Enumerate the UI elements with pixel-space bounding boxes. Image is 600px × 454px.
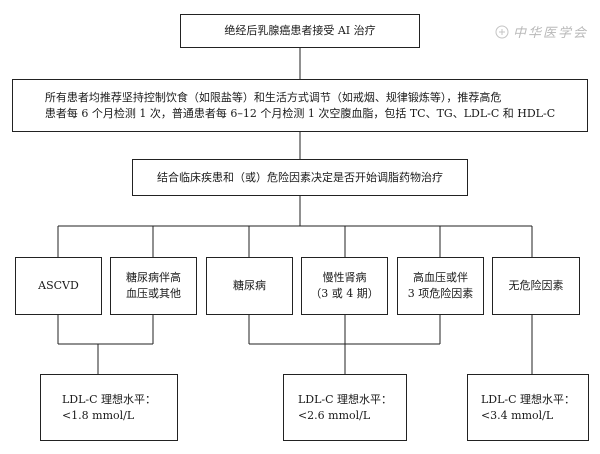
advice-node-label: 所有患者均推荐坚持控制饮食（如限盐等）和生活方式调节（如戒烟、规律锻炼等），推荐… [44, 90, 556, 120]
top-node-label: 绝经后乳腺癌患者接受 AI 治疗 [224, 24, 376, 37]
target-ldl-1: LDL-C 理想水平： <1.8 mmol/L [40, 374, 178, 441]
target-ldl-1-label: LDL-C 理想水平： <1.8 mmol/L [61, 392, 157, 422]
category-diabetes-hypertension: 糖尿病伴高 血压或其他 [110, 257, 197, 315]
category-chronic-kidney-disease-label: 慢性肾病 （3 或 4 期） [310, 271, 379, 300]
target-ldl-3: LDL-C 理想水平： <3.4 mmol/L [467, 374, 589, 441]
category-no-risk: 无危险因素 [492, 257, 580, 315]
category-hypertension-risk: 高血压或伴 3 项危险因素 [397, 257, 484, 315]
target-ldl-2: LDL-C 理想水平： <2.6 mmol/L [283, 374, 407, 441]
category-diabetes-label: 糖尿病 [233, 279, 266, 292]
category-diabetes: 糖尿病 [206, 257, 293, 315]
advice-node: 所有患者均推荐坚持控制饮食（如限盐等）和生活方式调节（如戒烟、规律锻炼等），推荐… [12, 79, 588, 132]
watermark-text: 中华医学会 [512, 26, 588, 41]
decision-node-label: 结合临床疾患和（或）危险因素决定是否开始调脂药物治疗 [157, 170, 443, 184]
category-no-risk-label: 无危险因素 [508, 279, 564, 292]
top-node: 绝经后乳腺癌患者接受 AI 治疗 [180, 14, 420, 48]
category-diabetes-hypertension-label: 糖尿病伴高 血压或其他 [126, 271, 181, 300]
category-ascvd-label: ASCVD [38, 279, 79, 292]
target-ldl-3-label: LDL-C 理想水平： <3.4 mmol/L [480, 392, 576, 422]
category-chronic-kidney-disease: 慢性肾病 （3 或 4 期） [301, 257, 388, 315]
decision-node: 结合临床疾患和（或）危险因素决定是否开始调脂药物治疗 [132, 159, 468, 196]
target-ldl-2-label: LDL-C 理想水平： <2.6 mmol/L [297, 392, 393, 422]
category-ascvd: ASCVD [15, 257, 102, 315]
logo-seal-icon [495, 25, 509, 38]
publisher-watermark: 中华医学会 [495, 22, 588, 41]
category-hypertension-risk-label: 高血压或伴 3 项危险因素 [407, 271, 474, 300]
